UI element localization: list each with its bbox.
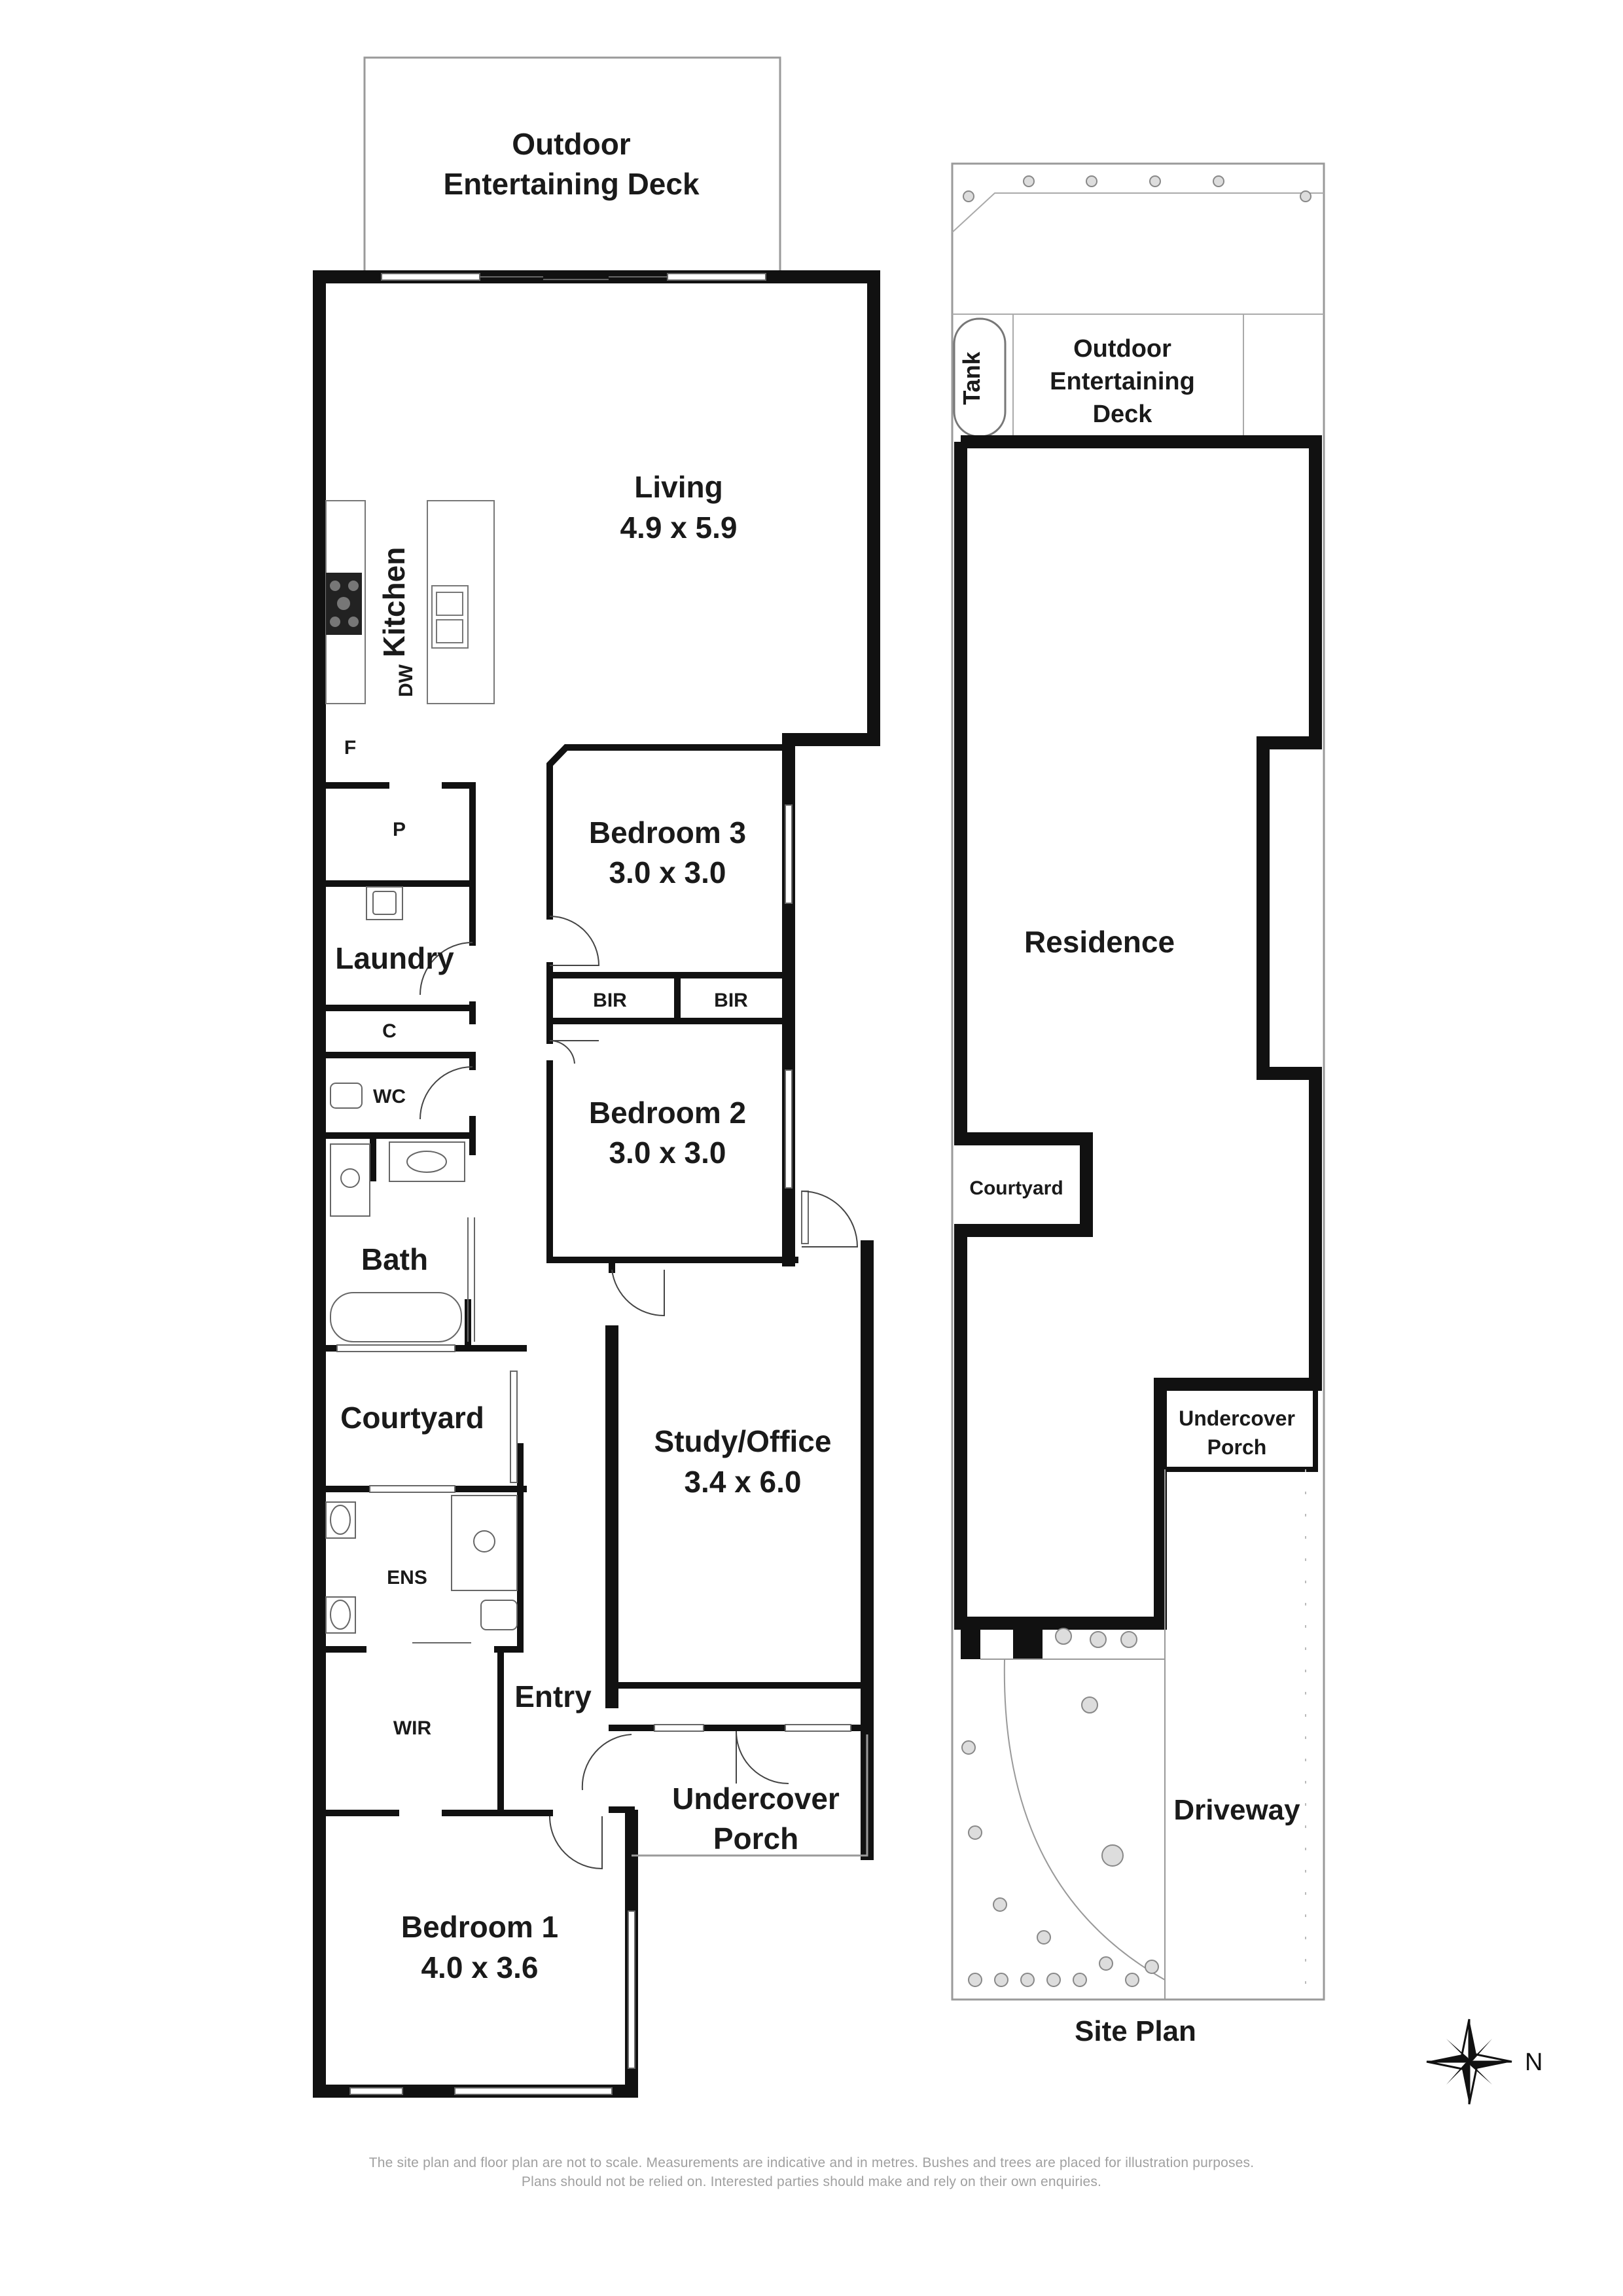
study-label: Study/Office [654,1424,832,1458]
wir-label: WIR [393,1717,432,1739]
porch-label-line2: Porch [713,1821,798,1856]
site-porch-label-line2: Porch [1207,1435,1267,1459]
fridge-label: F [344,737,356,759]
bedroom1-label: Bedroom 1 [401,1910,558,1944]
site-deck-label-line3: Deck [1093,401,1153,428]
sliding-doors [412,276,668,1643]
site-driveway-label: Driveway [1173,1794,1300,1826]
porch-outline [632,1734,868,1857]
bath-label: Bath [361,1242,428,1276]
shrub-icons [961,175,1311,1987]
bedroom3-label: Bedroom 3 [589,816,746,850]
laundry-label: Laundry [335,941,454,975]
entry-label: Entry [514,1679,592,1713]
cooktop-icon [326,573,362,635]
disclaimer-line-2: Plans should not be relied on. Intereste… [521,2174,1102,2189]
bir-right-label: BIR [714,990,748,1011]
outdoor-deck-label-line2: Entertaining Deck [443,167,700,201]
kitchen-fixtures [325,500,495,704]
site-porch-wall [1158,1384,1318,1472]
bedroom2-label: Bedroom 2 [589,1096,746,1130]
pantry-label: P [393,819,406,840]
site-deck-label-line2: Entertaining [1050,368,1195,395]
floor-plan: Outdoor Entertaining Deck Living 4.9 x 5… [313,56,880,2098]
linen-cupboard-label: C [382,1020,397,1042]
wet-area-fixtures [325,886,518,1634]
wc-label: WC [373,1086,406,1107]
door-swings [419,916,859,1870]
site-plan-labels: Tank Outdoor Entertaining Deck Residence… [958,335,1300,2047]
bedroom2-size: 3.0 x 3.0 [609,1136,726,1170]
porch-label: Undercover [672,1782,840,1816]
site-porch-label: Undercover [1179,1407,1295,1430]
ensuite-label: ENS [387,1567,427,1588]
courtyard-label: Courtyard [340,1401,484,1435]
dishwasher-label: DW [395,664,417,697]
compass-rose-icon: N [1426,2018,1543,2105]
site-tank-label: Tank [958,351,985,404]
site-deck-label: Outdoor [1073,335,1171,363]
bedroom1-size: 4.0 x 3.6 [421,1950,538,1984]
floor-plan-labels: Outdoor Entertaining Deck Living 4.9 x 5… [335,127,840,1984]
site-courtyard-label: Courtyard [969,1177,1063,1199]
site-residence-label: Residence [1024,925,1175,959]
bir-left-label: BIR [593,990,627,1011]
living-size: 4.9 x 5.9 [620,511,737,545]
disclaimer-line-1: The site plan and floor plan are not to … [368,2155,1255,2170]
site-plan: Tank Outdoor Entertaining Deck Residence… [951,162,1325,2047]
site-boundary [951,162,1325,2001]
site-garden-edge [952,192,1324,233]
garden-path [1003,1659,1166,1981]
study-size: 3.4 x 6.0 [684,1465,801,1499]
kitchen-label: Kitchen [377,547,411,658]
windows [336,273,851,2095]
site-plan-title: Site Plan [1075,2015,1196,2047]
living-label: Living [634,470,722,504]
compass-north-label: N [1525,2049,1543,2076]
outdoor-deck-label: Outdoor [512,127,630,161]
bedroom3-size: 3.0 x 3.0 [609,855,726,889]
